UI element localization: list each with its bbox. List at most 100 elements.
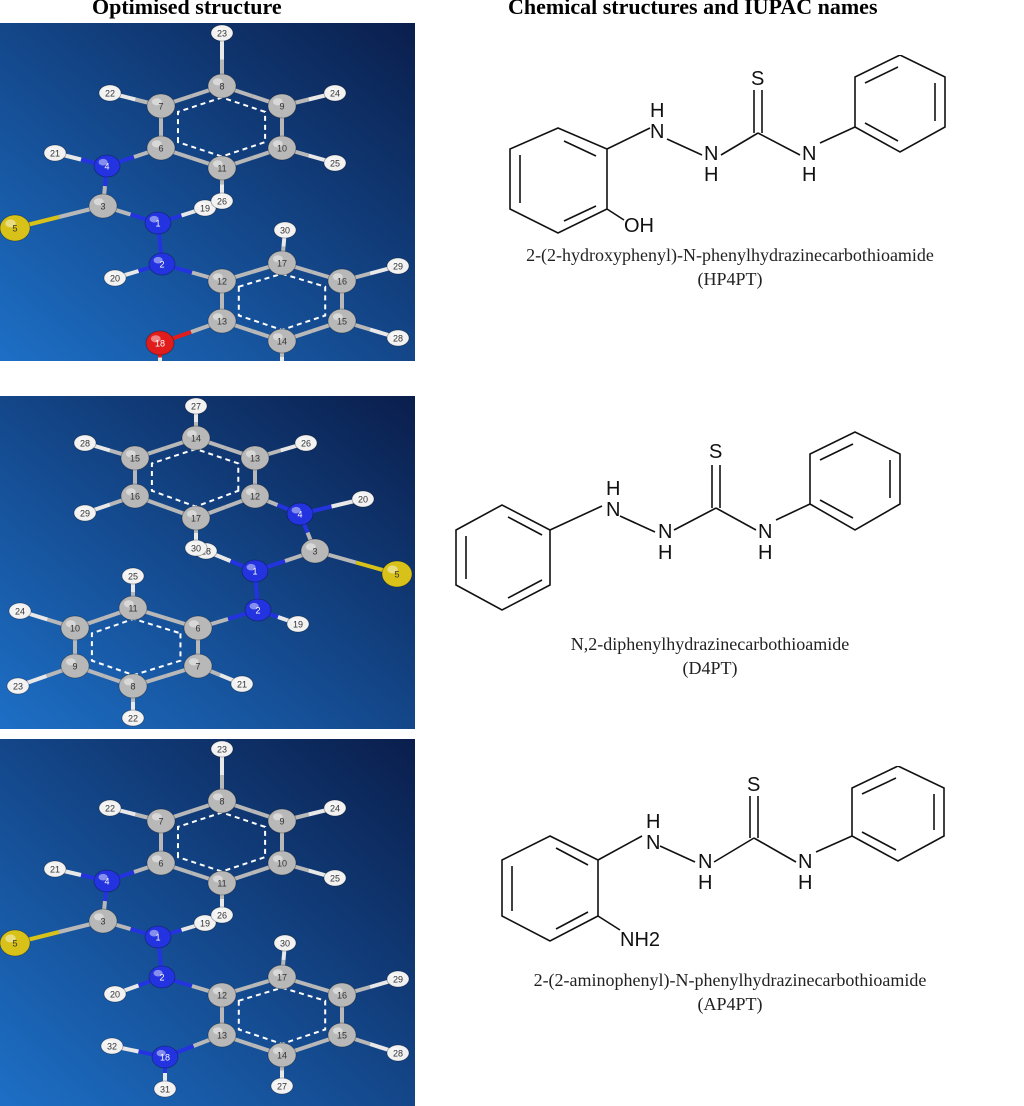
sulfur-label: S [709,441,722,463]
atom-20: 20 [103,985,127,1003]
atom-13: 13 [207,308,237,334]
atom-highlight [197,202,206,208]
nh-hydrogen-label: H [802,164,816,186]
atom-number-label: 7 [195,662,200,672]
atom-17: 17 [267,250,297,276]
atom-sphere [267,328,297,354]
atom-number-label: 15 [337,1031,347,1041]
atom-number-label: 6 [195,624,200,634]
atom-sphere [286,615,310,633]
atom-12: 12 [207,268,237,294]
atom-highlight [212,1027,223,1035]
atom-number-label: 17 [277,973,287,983]
atom-highlight [149,929,159,937]
atom-sphere [273,221,297,239]
atom-highlight [355,493,364,499]
atom-highlight [272,1047,283,1055]
atom-16: 16 [327,268,357,294]
atom-number-label: 16 [130,492,140,502]
atom-sphere [327,308,357,334]
atom-number-label: 17 [277,259,287,269]
atom-sphere [0,929,31,957]
atom-highlight [212,78,223,86]
atom-26: 26 [294,434,318,452]
aromatic-ring-delocalisation [237,272,327,331]
atom-highlight [125,570,134,576]
chemical-structures-header: Chemical structures and IUPAC names [508,0,878,19]
atom-highlight [390,1047,399,1053]
atom-sphere [144,925,172,949]
atom-number-label: 16 [337,991,347,1001]
atom-highlight [245,450,256,458]
atom-sphere [210,24,234,42]
atom-sphere [98,84,122,102]
atom-22: 22 [98,799,122,817]
atom-19: 19 [286,615,310,633]
atom-1: 1 [241,559,269,583]
atom-sphere [0,214,31,242]
atom-sphere [267,93,297,119]
atom-sphere [93,869,121,893]
atom-number-label: 25 [330,159,340,169]
atom-highlight [65,658,76,666]
atom-highlight [327,157,336,163]
atom-highlight [186,430,197,438]
atom-9: 9 [267,93,297,119]
compound-abbreviation: (HP4PT) [697,269,763,289]
atom-29: 29 [73,504,97,522]
atom-sphere [207,268,237,294]
atom-number-label: 19 [200,919,210,929]
atom-sphere [120,483,150,509]
iupac-name-ap4pt: 2-(2-aminophenyl)-N-phenylhydrazinecarbo… [440,968,1020,1016]
atom-highlight [123,678,134,686]
compound-abbreviation: (D4PT) [682,658,738,678]
atom-highlight [107,988,116,994]
atom-sphere [193,199,217,217]
atom-sphere [103,269,127,287]
nh-nitrogen-label: N [606,499,620,521]
atom-15: 15 [327,1022,357,1048]
atom-sphere [207,982,237,1008]
atom-number-label: 19 [293,620,303,630]
atom-sphere [118,595,148,621]
atom-sphere [323,84,347,102]
atom-14: 14 [181,425,211,451]
atom-sphere [286,502,314,526]
iupac-name-line: 2-(2-aminophenyl)-N-phenylhydrazinecarbo… [533,970,927,990]
atom-number-label: 14 [191,434,201,444]
ball-and-stick-model-hp4pt: 1234567891011121314151617181920212223242… [0,24,410,361]
atom-sphere [210,740,234,758]
atom-highlight [150,335,161,343]
atom-4: 4 [93,869,121,893]
atom-number-label: 2 [159,260,164,270]
atom-sphere [103,985,127,1003]
atom-highlight [125,488,136,496]
optimised-structure-d4pt: 1234567891011121314151617181920212223242… [0,396,415,729]
atom-14: 14 [267,328,297,354]
atom-14: 14 [267,1042,297,1068]
atom-highlight [47,147,56,153]
atom-sphere [184,539,208,557]
atom-number-label: 11 [217,164,226,174]
atom-9: 9 [267,808,297,834]
sulfur-label: S [751,68,764,90]
atom-highlight [332,273,343,281]
atom-sphere [240,445,270,471]
atom-18: 18 [151,1045,179,1069]
atom-30: 30 [273,934,297,952]
atom-number-label: 24 [330,89,340,99]
atom-25: 25 [323,869,347,887]
aromatic-ring-delocalisation [150,447,240,508]
atom-19: 19 [193,914,217,932]
aromatic-ring-delocalisation [176,96,267,158]
atom-sphere [151,1045,179,1069]
atom-number-label: 11 [128,604,137,614]
nh-hydrogen-label: H [758,542,772,564]
atom-number-label: 26 [301,439,311,449]
atom-sphere [207,73,237,99]
atom-23: 23 [6,677,30,695]
atom-highlight [214,195,223,201]
atom-sphere [181,425,211,451]
atom-sphere [351,490,375,508]
